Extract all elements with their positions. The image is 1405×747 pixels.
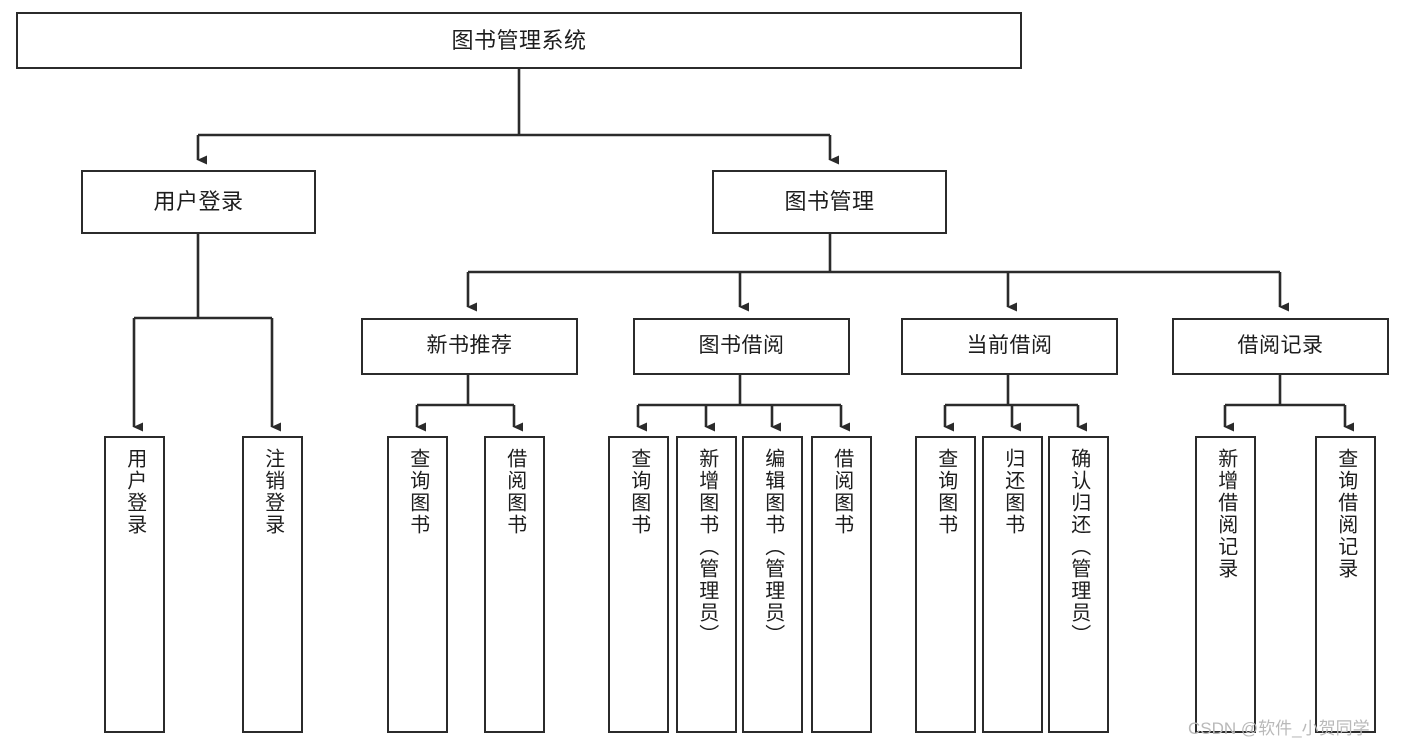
node-label: 图书管理 xyxy=(784,189,875,215)
node-label: 确认归还（管理员） xyxy=(1067,448,1090,646)
leaf-user-login[interactable]: 用户登录 xyxy=(104,436,165,733)
node-label: 查询图书 xyxy=(627,448,650,536)
node-label: 新书推荐 xyxy=(426,334,513,358)
node-user-login[interactable]: 用户登录 xyxy=(81,170,316,234)
leaf-borrow-book-2[interactable]: 借阅图书 xyxy=(811,436,872,733)
node-label: 借阅图书 xyxy=(503,448,526,536)
node-label: 图书管理系统 xyxy=(451,27,587,53)
node-label: 借阅记录 xyxy=(1237,334,1324,358)
node-label: 图书借阅 xyxy=(698,334,785,358)
leaf-query-borrow-record[interactable]: 查询借阅记录 xyxy=(1315,436,1376,733)
leaf-query-book-2[interactable]: 查询图书 xyxy=(608,436,669,733)
leaf-return-book[interactable]: 归还图书 xyxy=(982,436,1043,733)
node-label: 注销登录 xyxy=(261,448,284,536)
leaf-confirm-return-admin[interactable]: 确认归还（管理员） xyxy=(1048,436,1109,733)
node-label: 查询图书 xyxy=(406,448,429,536)
leaf-borrow-book-1[interactable]: 借阅图书 xyxy=(484,436,545,733)
node-label: 编辑图书（管理员） xyxy=(761,448,784,646)
node-label: 用户登录 xyxy=(123,448,146,536)
node-current-borrow[interactable]: 当前借阅 xyxy=(901,318,1118,375)
leaf-add-borrow-record[interactable]: 新增借阅记录 xyxy=(1195,436,1256,733)
node-borrow-record[interactable]: 借阅记录 xyxy=(1172,318,1389,375)
node-book-management[interactable]: 图书管理 xyxy=(712,170,947,234)
leaf-edit-book-admin[interactable]: 编辑图书（管理员） xyxy=(742,436,803,733)
leaf-query-book-3[interactable]: 查询图书 xyxy=(915,436,976,733)
leaf-add-book-admin[interactable]: 新增图书（管理员） xyxy=(676,436,737,733)
node-label: 用户登录 xyxy=(153,189,244,215)
node-label: 查询图书 xyxy=(934,448,957,536)
node-book-borrow[interactable]: 图书借阅 xyxy=(633,318,850,375)
node-label: 新增图书（管理员） xyxy=(695,448,718,646)
leaf-query-book-1[interactable]: 查询图书 xyxy=(387,436,448,733)
leaf-logout-login[interactable]: 注销登录 xyxy=(242,436,303,733)
node-label: 归还图书 xyxy=(1001,448,1024,536)
node-root-system[interactable]: 图书管理系统 xyxy=(16,12,1022,69)
node-label: 借阅图书 xyxy=(830,448,853,536)
node-new-book-recommend[interactable]: 新书推荐 xyxy=(361,318,578,375)
node-label: 查询借阅记录 xyxy=(1334,448,1357,580)
node-label: 新增借阅记录 xyxy=(1214,448,1237,580)
node-label: 当前借阅 xyxy=(966,334,1053,358)
watermark: CSDN @软件_小贺同学 xyxy=(1188,719,1370,738)
